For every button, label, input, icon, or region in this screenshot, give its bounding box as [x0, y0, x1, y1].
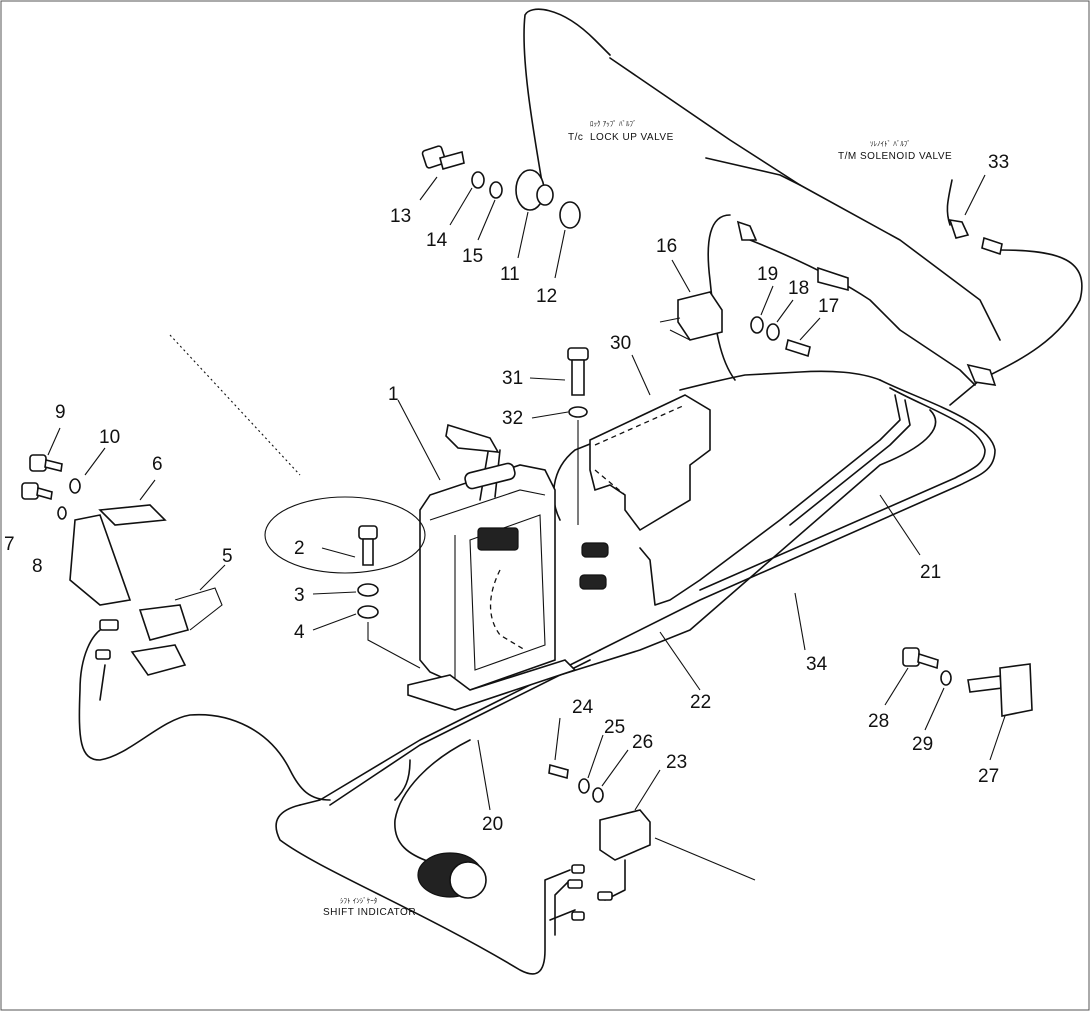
shift-indicator-gauge: [417, 852, 613, 921]
part-number-15: 15: [462, 246, 483, 267]
part-number-19: 19: [757, 264, 778, 285]
part-number-2: 2: [294, 538, 305, 559]
part-number-30: 30: [610, 333, 631, 354]
bolt-31-washer-32: [567, 347, 589, 525]
captions: ﾛｯｸ ｱｯﾌﾟ ﾊﾞﾙﾌﾞ T/c LOCK UP VALVE ｿﾚﾉｲﾄﾞ …: [323, 120, 952, 918]
part-number-5: 5: [222, 546, 233, 567]
relay-16: [659, 220, 849, 358]
part-number-18: 18: [788, 278, 809, 299]
bolt-2-washers-3-4: [264, 496, 426, 669]
part-number-labels: 1 2 3 4 5 6 7 8 9 10 11 12 13 14 15 16 1…: [4, 152, 1009, 835]
part-number-13: 13: [390, 206, 411, 227]
part-number-26: 26: [632, 732, 653, 753]
part-number-14: 14: [426, 230, 448, 251]
lockup-caption-prefix: T/c: [568, 132, 583, 143]
shift-indicator-caption: SHIFT INDICATOR: [323, 907, 416, 918]
lockup-valve-fittings: [421, 145, 581, 229]
part-number-31: 31: [502, 368, 523, 389]
part-number-33: 33: [988, 152, 1009, 173]
part-number-9: 9: [55, 402, 66, 423]
cover: [589, 394, 711, 532]
part-number-1: 1: [388, 384, 399, 405]
part-number-11: 11: [500, 264, 520, 285]
switch-bracket-assembly: [21, 454, 223, 701]
solenoid-caption-small: ｿﾚﾉｲﾄﾞ ﾊﾞﾙﾌﾞ: [870, 140, 911, 148]
part-number-27: 27: [978, 766, 999, 787]
part-number-28: 28: [868, 711, 889, 732]
lockup-caption-small: ﾛｯｸ ｱｯﾌﾟ ﾊﾞﾙﾌﾞ: [590, 120, 636, 128]
part-number-7: 7: [4, 534, 15, 555]
part-number-23: 23: [666, 752, 687, 773]
shift-lever-unit: [407, 423, 609, 711]
solenoid-valve-caption: SOLENOID VALVE: [860, 151, 952, 162]
part-number-6: 6: [152, 454, 163, 475]
shift-caption-small: ｼﾌﾄ ｲﾝｼﾞｹｰﾀ: [340, 897, 378, 905]
leader-lines: [47, 174, 1006, 811]
part-number-24: 24: [572, 697, 594, 718]
part-number-25: 25: [604, 717, 625, 738]
part-number-4: 4: [294, 622, 305, 643]
part-number-22: 22: [690, 692, 711, 713]
part-number-12: 12: [536, 286, 557, 307]
part-number-20: 20: [482, 814, 503, 835]
solenoid-connector-33: [946, 179, 1003, 386]
lower-right-parts: [548, 647, 1033, 861]
part-number-10: 10: [99, 427, 120, 448]
lockup-valve-caption: LOCK UP VALVE: [590, 132, 674, 143]
part-number-34: 34: [806, 654, 828, 675]
part-number-17: 17: [818, 296, 839, 317]
part-number-32: 32: [502, 408, 523, 429]
part-number-29: 29: [912, 734, 933, 755]
solenoid-caption-prefix: T/M: [838, 151, 857, 162]
part-number-3: 3: [294, 585, 305, 606]
part-number-8: 8: [32, 556, 43, 577]
part-number-21: 21: [920, 562, 941, 583]
part-number-16: 16: [656, 236, 677, 257]
